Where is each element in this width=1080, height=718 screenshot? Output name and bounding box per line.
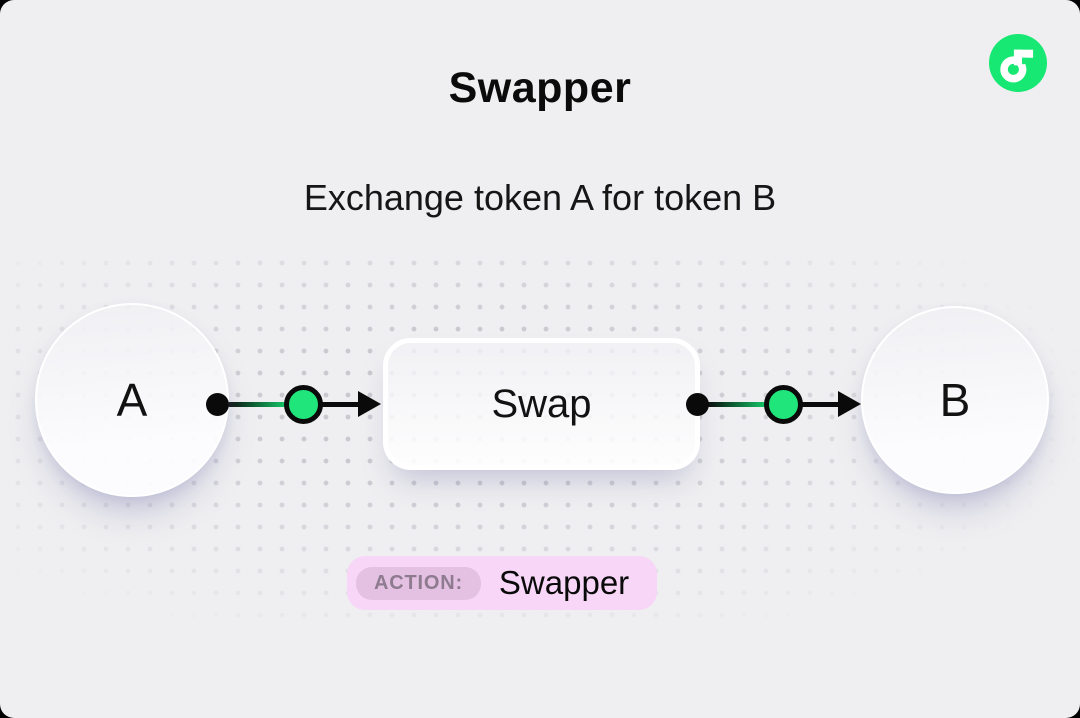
action-badge-label: ACTION:	[356, 566, 481, 600]
connector-port-green	[764, 385, 803, 424]
arrowhead-icon	[358, 391, 381, 417]
page-subtitle: Exchange token A for token B	[303, 177, 777, 218]
token-b-label: B	[939, 374, 971, 426]
connector-port-green	[284, 385, 323, 424]
action-badge-value: Swapper	[498, 564, 630, 601]
swap-node: Swap	[383, 338, 700, 470]
token-b-node: B	[861, 306, 1049, 494]
token-a-label: A	[116, 374, 148, 426]
swap-label: Swap	[491, 381, 592, 426]
connector-dot	[686, 393, 709, 416]
connector-line	[216, 402, 292, 407]
page-title: Swapper	[448, 64, 632, 112]
connector-line	[300, 402, 362, 407]
flow-logo-icon	[989, 34, 1047, 92]
arrowhead-icon	[838, 391, 861, 417]
connector-line	[780, 402, 841, 407]
connector-line	[696, 402, 772, 407]
action-badge: ACTION: Swapper	[347, 556, 658, 610]
connector-dot	[206, 393, 229, 416]
token-a-node: A	[35, 303, 229, 497]
